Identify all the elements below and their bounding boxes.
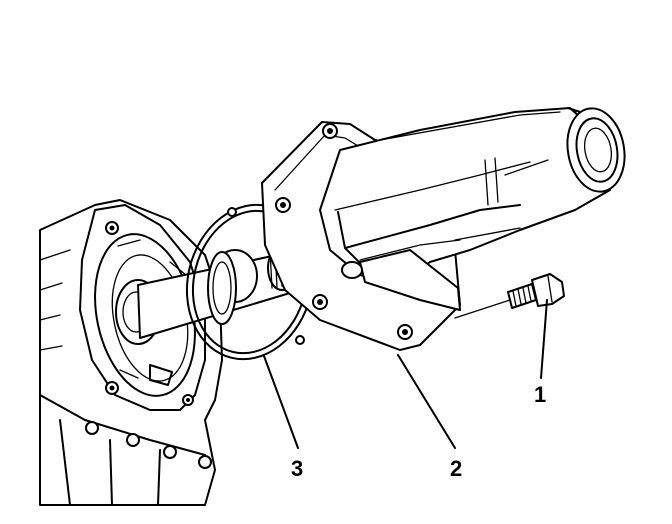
leader-lines [263, 299, 548, 449]
transmission-case [39, 199, 223, 506]
extension-housing [261, 107, 626, 351]
callout-label-2: 2 [450, 456, 462, 481]
callout-label-3: 3 [291, 456, 303, 481]
callout-label-1: 1 [534, 382, 546, 407]
bolt [507, 273, 565, 309]
